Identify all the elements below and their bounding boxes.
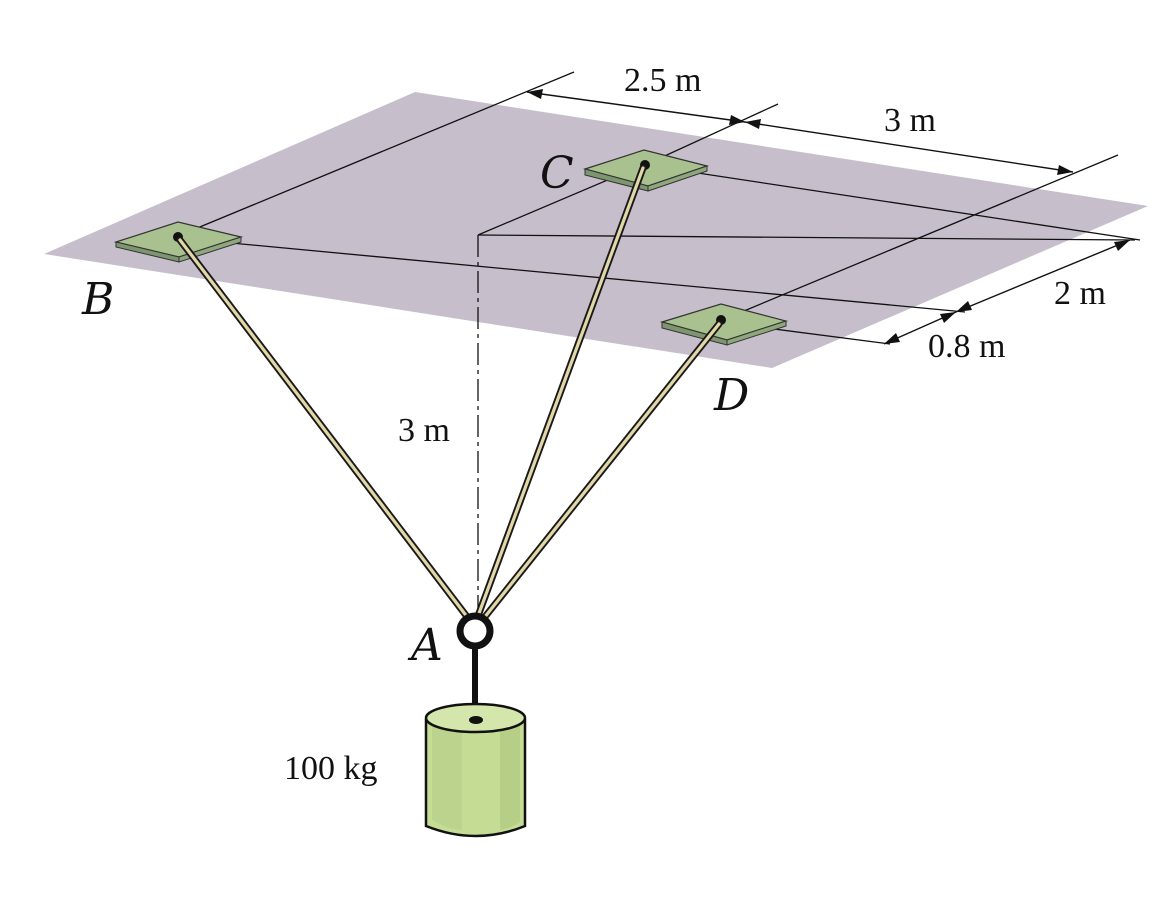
label-d: D: [713, 370, 749, 421]
cable-ad: [480, 320, 723, 622]
cable-ac: [474, 164, 647, 620]
label-b: B: [81, 274, 114, 325]
label-c: C: [540, 148, 574, 199]
dim-label-3m-top: 3 m: [884, 102, 936, 139]
weight: [424, 702, 527, 838]
dim-label-height: 3 m: [398, 412, 450, 449]
label-a: A: [407, 620, 443, 671]
dimension-lines: [526, 89, 1131, 345]
ceiling-plane: [44, 92, 1148, 368]
dim-label-0-8m: 0.8 m: [928, 328, 1005, 365]
extension-lines: [177, 71, 1141, 620]
mass-label: 100 kg: [284, 750, 378, 787]
ring-a: [456, 612, 494, 650]
cable-ab: [176, 236, 472, 622]
dim-label-2m: 2 m: [1054, 275, 1106, 312]
dim-label-2-5m: 2.5 m: [624, 62, 701, 99]
